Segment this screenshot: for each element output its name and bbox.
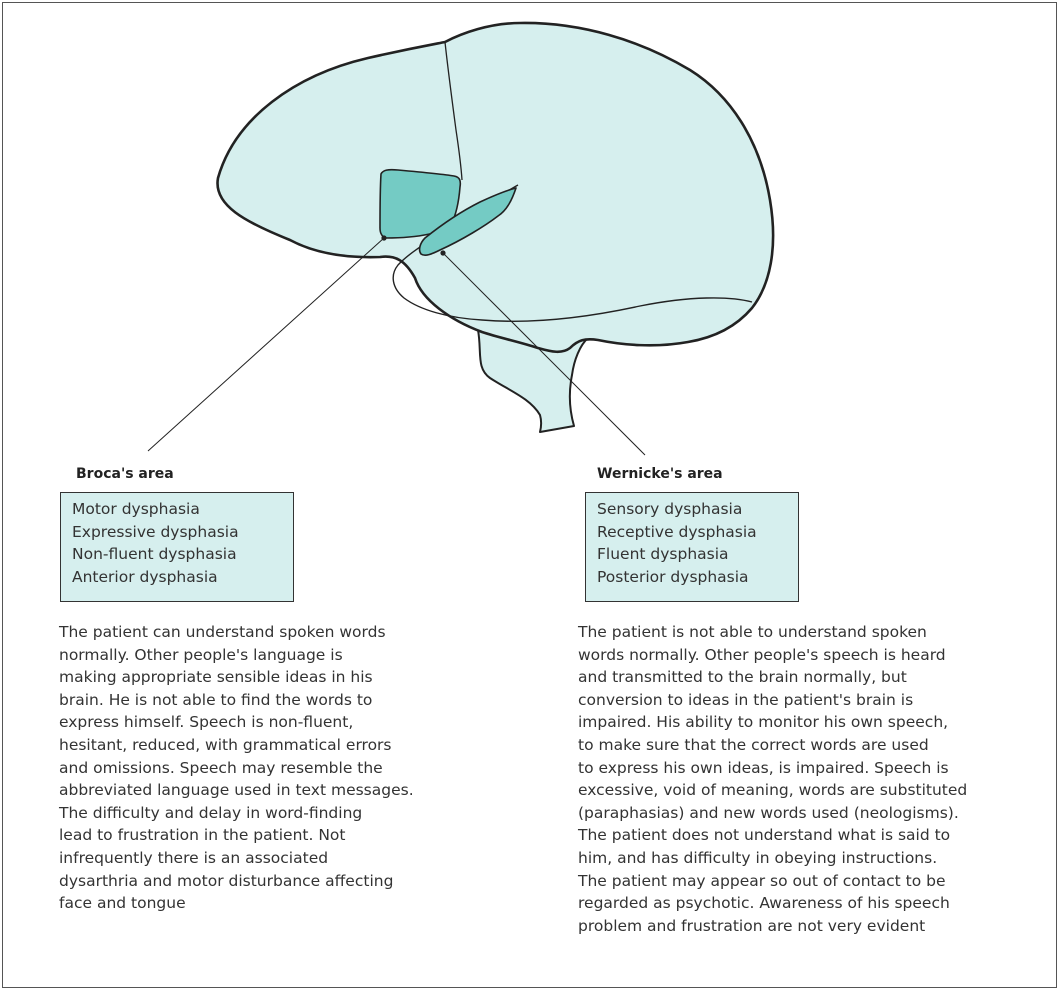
broca-synonyms-box: Motor dysphasia Expressive dysphasia Non…	[60, 492, 294, 602]
broca-description-line: abbreviated language used in text messag…	[59, 781, 414, 800]
broca-region	[379, 168, 462, 239]
broca-description-line: brain. He is not able to find the words …	[59, 690, 373, 709]
broca-synonym: Non-fluent dysphasia	[72, 545, 237, 563]
wernicke-title: Wernicke's area	[597, 466, 723, 482]
broca-title: Broca's area	[76, 466, 174, 482]
wernicke-description-line: The patient does not understand what is …	[578, 826, 951, 845]
brainstem	[477, 329, 589, 433]
broca-leader-line	[147, 237, 385, 452]
wernicke-synonym: Sensory dysphasia	[597, 500, 743, 518]
wernicke-description-line: to make sure that the correct words are …	[578, 735, 929, 754]
wernicke-description-line: (paraphasias) and new words used (neolog…	[578, 803, 959, 822]
broca-description: The patient can understand spoken words …	[59, 621, 414, 915]
broca-synonym: Expressive dysphasia	[72, 522, 239, 541]
broca-description-line: normally. Other people's language is	[59, 645, 343, 664]
wernicke-point	[440, 250, 446, 256]
broca-synonym: Motor dysphasia	[72, 500, 200, 518]
broca-description-line: hesitant, reduced, with grammatical erro…	[59, 735, 392, 754]
wernicke-description: The patient is not able to understand sp…	[578, 621, 967, 937]
wernicke-description-line: and transmitted to the brain normally, b…	[578, 668, 907, 687]
wernicke-description-line: The patient is not able to understand sp…	[578, 623, 927, 641]
broca-description-line: face and tongue	[59, 894, 186, 913]
brain-outline	[216, 21, 775, 354]
broca-synonym: Anterior dysphasia	[72, 567, 218, 586]
wernicke-description-line: excessive, void of meaning, words are su…	[578, 781, 968, 800]
wernicke-description-line: regarded as psychotic. Awareness of his …	[578, 894, 950, 913]
wernicke-description-line: to express his own ideas, is impaired. S…	[578, 758, 949, 777]
wernicke-synonym: Posterior dysphasia	[597, 567, 749, 586]
broca-description-line: making appropriate sensible ideas in his	[59, 668, 373, 687]
wernicke-synonyms-box: Sensory dysphasia Receptive dysphasia Fl…	[585, 492, 799, 602]
wernicke-leader-line	[442, 252, 646, 456]
wernicke-description-line: problem and frustration are not very evi…	[578, 916, 926, 935]
broca-description-line: infrequently there is an associated	[59, 848, 329, 867]
broca-description-line: express himself. Speech is non-fluent,	[59, 713, 354, 732]
wernicke-synonym: Receptive dysphasia	[597, 522, 757, 541]
wernicke-description-line: The patient may appear so out of contact…	[578, 871, 946, 890]
broca-description-line: The patient can understand spoken words	[59, 623, 386, 641]
wernicke-region	[418, 187, 517, 257]
central-sulcus	[444, 41, 463, 181]
broca-point	[381, 235, 387, 241]
wernicke-description-line: him, and has difficulty in obeying instr…	[578, 848, 938, 867]
broca-description-line: The difficulty and delay in word-finding	[59, 803, 363, 822]
wernicke-description-line: impaired. His ability to monitor his own…	[578, 713, 949, 732]
broca-description-line: dysarthria and motor disturbance affecti…	[59, 871, 394, 890]
broca-description-line: lead to frustration in the patient. Not	[59, 826, 346, 845]
wernicke-description-line: conversion to ideas in the patient's bra…	[578, 690, 914, 709]
broca-description-line: and omissions. Speech may resemble the	[59, 758, 383, 777]
wernicke-synonym: Fluent dysphasia	[597, 545, 729, 563]
wernicke-description-line: words normally. Other people's speech is…	[578, 645, 946, 664]
